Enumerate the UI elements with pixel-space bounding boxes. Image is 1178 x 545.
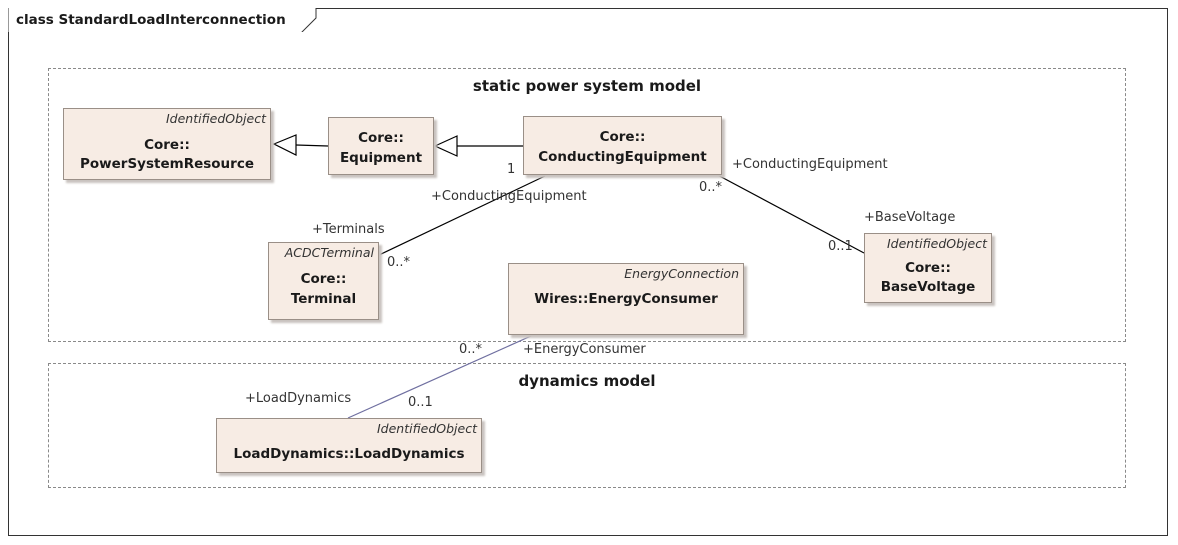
class-name-package: Core:: (599, 129, 646, 145)
class-name: ConductingEquipment (538, 149, 707, 165)
class-power-system-resource[interactable]: IdentifiedObject Core:: PowerSystemResou… (63, 108, 271, 180)
package-title: dynamics model (518, 372, 656, 390)
association-ce-basevoltage (711, 171, 865, 254)
package-static-power-system-model[interactable]: static power system model (48, 68, 1126, 342)
frame-title: class StandardLoadInterconnection (16, 12, 286, 28)
package-title: static power system model (472, 77, 702, 95)
class-conducting-equipment[interactable]: Core:: ConductingEquipment (523, 116, 722, 175)
class-name: PowerSystemResource (80, 156, 254, 172)
package-dynamics-model[interactable]: dynamics model (48, 363, 1126, 488)
class-name: BaseVoltage (880, 279, 976, 295)
class-equipment[interactable]: Core:: Equipment (328, 117, 434, 175)
class-terminal[interactable]: ACDCTerminal Core:: Terminal (268, 242, 379, 320)
class-name: Wires::EnergyConsumer (534, 291, 718, 307)
generalization-arrowhead (433, 135, 458, 157)
multiplicity-label: 0..* (387, 255, 411, 270)
class-name-package: Core:: (144, 137, 190, 153)
class-name-package: Core:: (905, 260, 951, 276)
class-name: LoadDynamics::LoadDynamics (233, 446, 465, 462)
role-label-energy-consumer: +EnergyConsumer (523, 342, 646, 357)
class-base-voltage[interactable]: IdentifiedObject Core:: BaseVoltage (864, 233, 992, 303)
class-name: Equipment (339, 150, 423, 166)
role-label-conducting-equipment: +ConductingEquipment (431, 189, 587, 204)
multiplicity-label: 0..1 (408, 395, 433, 410)
stereotype-label: IdentifiedObject (165, 111, 266, 126)
association-ce-terminal (378, 175, 546, 256)
diagram-frame (8, 8, 1168, 536)
multiplicity-label: 0..* (699, 180, 723, 195)
role-label-conducting-equipment: +ConductingEquipment (732, 157, 888, 172)
association-ec-loaddynamics (347, 335, 532, 419)
multiplicity-label: 1 (507, 162, 516, 177)
class-name-package: Core:: (358, 130, 404, 146)
frame-tab (8, 8, 317, 32)
multiplicity-label: 0..* (459, 342, 483, 357)
class-name: Terminal (290, 291, 357, 307)
stereotype-label: EnergyConnection (624, 266, 739, 281)
multiplicity-label: 0..1 (828, 239, 853, 254)
role-label-terminals: +Terminals (312, 222, 385, 237)
stereotype-label: ACDCTerminal (284, 245, 374, 260)
class-load-dynamics[interactable]: IdentifiedObject LoadDynamics::LoadDynam… (216, 418, 482, 473)
role-label-base-voltage: +BaseVoltage (864, 210, 956, 225)
role-label-load-dynamics: +LoadDynamics (245, 391, 352, 406)
class-name-package: Core:: (300, 271, 347, 287)
generalization-arrowhead (272, 134, 297, 156)
stereotype-label: IdentifiedObject (376, 421, 477, 436)
generalization-equipment-psr (295, 144, 329, 147)
class-energy-consumer[interactable]: EnergyConnection Wires::EnergyConsumer (508, 263, 744, 335)
stereotype-label: IdentifiedObject (886, 236, 987, 251)
